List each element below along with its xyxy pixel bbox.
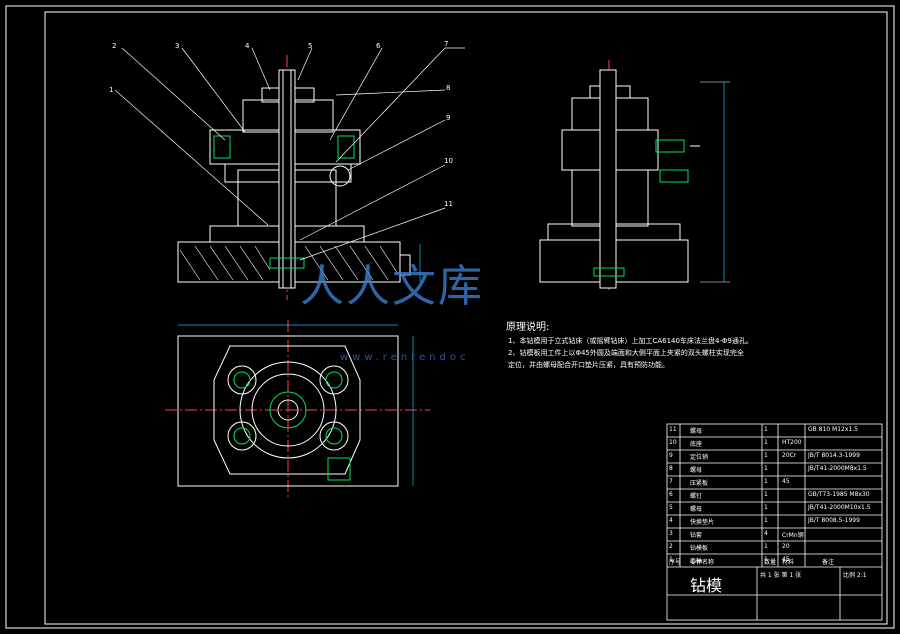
part-no: 7 [669,478,673,485]
side-view [539,60,730,290]
part-qty: 1 [764,439,768,446]
part-no: 4 [669,517,673,524]
part-name: 定位销 [690,454,709,461]
part-name: 底座 [690,441,703,448]
header-no: 序号 [669,559,682,566]
callout-leaders [114,47,465,261]
scale-label: 比例 2:1 [843,572,867,579]
note-line-1: 1、本钻模用于立式钻床（或摇臂钻床）上加工CA6140车床法兰盘4-Φ9通孔。 [508,337,753,345]
note-line-2: 2、钻模板用工件上以Φ45外圆及端面和大侧平面上夹紧的双头螺柱实现完全 [508,349,744,357]
part-no: 3 [669,530,673,537]
part-standard: JB/T 8014.3-1999 [808,452,860,459]
callout-11: 11 [444,200,453,208]
watermark-url: www.renrendoc [340,352,470,363]
callout-labels: 1 2 3 4 5 6 7 8 9 10 11 [109,40,453,208]
title-block [666,423,883,621]
part-qty: 1 [764,465,768,472]
part-no: 1 [669,556,673,563]
inner-border [44,11,888,625]
notes-title: 原理说明: [506,322,550,333]
callout-10: 10 [444,157,453,165]
part-name: 螺钉 [690,493,703,500]
part-standard: GB/T73-1985 M8x30 [808,491,870,498]
part-material: CrMn钢 [782,532,804,539]
part-no: 10 [669,439,677,446]
part-qty: 1 [764,556,768,563]
callout-5: 5 [308,42,312,50]
part-name: 压紧板 [690,480,709,487]
part-no: 6 [669,491,673,498]
callout-1: 1 [109,86,113,94]
part-name: 快换垫片 [690,519,715,526]
part-standard: JB/T41-2000M8x1.5 [808,465,867,472]
front-view [177,55,421,300]
part-material: 45 [782,478,790,485]
part-standard: GB 810 M12x1.5 [808,426,858,433]
header-name: 零件名称 [690,559,715,566]
callout-9: 9 [446,114,450,122]
part-no: 9 [669,452,673,459]
part-qty: 1 [764,543,768,550]
part-material: 20Cr [782,452,797,459]
header-note: 备注 [822,559,835,566]
part-no: 8 [669,465,673,472]
top-view [165,320,430,500]
part-name: 螺母 [690,467,703,474]
outer-border [5,5,895,629]
part-qty: 1 [764,478,768,485]
part-no: 11 [669,426,677,433]
drawing-name: 钻模 [690,576,723,595]
callout-8: 8 [446,84,450,92]
part-name: 螺母 [690,506,703,513]
part-qty: 1 [764,517,768,524]
callout-6: 6 [376,42,381,50]
callout-2: 2 [112,42,116,50]
note-line-3: 定位，并由螺母配合开口垫片压紧，具有预防功能。 [508,361,669,369]
part-name: 钻套 [690,532,703,539]
part-standard: JB/T41-2000M10x1.5 [808,504,871,511]
part-no: 2 [669,543,673,550]
part-name: 钻模板 [690,545,709,552]
part-qty: 4 [764,530,768,537]
header-material: 材料 [782,559,795,566]
part-qty: 1 [764,452,768,459]
part-material: 20 [782,543,790,550]
part-qty: 1 [764,426,768,433]
part-material: 45 [782,556,790,563]
part-standard: JB/T 8008.5-1999 [808,517,860,524]
part-qty: 1 [764,491,768,498]
part-qty: 1 [764,504,768,511]
principle-notes: 原理说明: 1、本钻模用于立式钻床（或摇臂钻床）上加工CA6140车床法兰盘4-… [506,321,808,371]
header-qty: 数量 [764,559,777,566]
sheet-label: 共 1 张 第 1 张 [760,572,802,579]
part-material: HT200 [782,439,802,446]
watermark-logo: 人人文库 [300,261,484,312]
part-name: 心轴 [690,558,703,565]
part-no: 5 [669,504,673,511]
callout-3: 3 [175,42,179,50]
part-name: 螺母 [690,428,703,435]
callout-7: 7 [444,40,448,48]
callout-4: 4 [245,42,250,50]
